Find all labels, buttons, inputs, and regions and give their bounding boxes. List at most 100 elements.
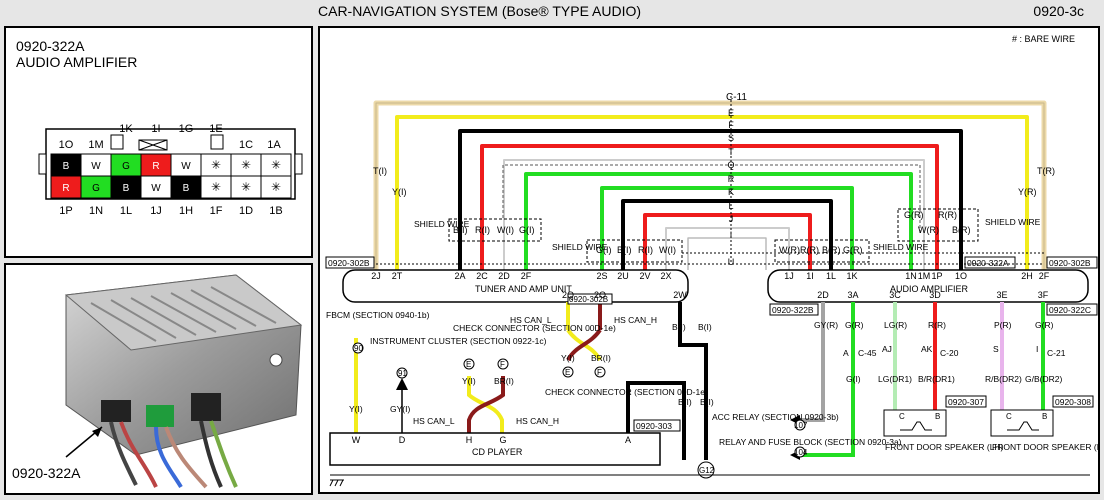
- c11-pin: U: [728, 257, 735, 267]
- amp-top-face: [64, 274, 303, 351]
- amp-bottom-pin: 3C: [889, 290, 901, 300]
- c20-label: C-20: [940, 348, 959, 358]
- spk-lh-b: B: [935, 412, 940, 421]
- wire-label-b-i-6: B(I): [700, 397, 714, 407]
- amp-bottom-pin: 3F: [1038, 290, 1049, 300]
- circuit-markers: 90 91 E F E F 107 104 G12: [352, 342, 808, 479]
- wire-label-y-i-4: Y(I): [561, 353, 575, 363]
- c11-pin: Q: [727, 160, 734, 170]
- ref-spk-lh: 0920-307: [948, 397, 984, 407]
- ground-g12: G12: [699, 466, 715, 475]
- connector-key-1e: [210, 134, 224, 150]
- pin-label-top: 1C: [239, 139, 253, 151]
- amp-pin: 1J: [784, 271, 794, 281]
- c11-pin: I: [730, 230, 733, 240]
- speaker-pin-labels: C B C B: [899, 412, 1047, 421]
- connector-code: 0920-322A: [16, 38, 85, 54]
- wire-label-b-i-3: B(I): [672, 322, 686, 332]
- wire-label-t-i: T(I): [373, 166, 387, 176]
- pin-label-bottom: 1F: [210, 205, 223, 217]
- ref-tuner-left-box: [325, 256, 375, 269]
- ref-spk-rh-box: [1052, 395, 1094, 408]
- pin-cell-text: ✳: [211, 180, 221, 194]
- wire-label-g-i-2: G(I): [596, 245, 612, 255]
- pin-cell-text: ✳: [241, 158, 251, 172]
- wire-green-2: [600, 186, 854, 270]
- shield-box-3: [774, 239, 870, 263]
- wire-label-b-i-2: B(I): [617, 245, 632, 255]
- wire-label-br-i-2: BR(I): [591, 353, 611, 363]
- lower-wiring: [354, 302, 1045, 460]
- wire-label-g-b-dr2: G/B(DR2): [1025, 374, 1062, 384]
- fbcm-label: FBCM (SECTION 0940-1b): [326, 310, 430, 320]
- ckt-f-1: F: [500, 360, 505, 369]
- splice-a-label: A: [843, 348, 849, 358]
- wire-label-br-i: BR(I): [494, 376, 514, 386]
- ref-amp-bottom-box: [1046, 303, 1098, 316]
- wire-label-g-r-3: G(R): [845, 320, 864, 330]
- wire-white-1: [503, 159, 925, 270]
- hs-can-h-2: HS CAN_H: [516, 416, 559, 426]
- amp-bottom-pin: 3A: [847, 290, 858, 300]
- ckt-e-1: E: [466, 360, 471, 369]
- wire-black-1: [458, 129, 963, 270]
- ground-symbol: [329, 479, 344, 487]
- plug-2: [146, 405, 174, 427]
- pin-cell-text: ✳: [211, 158, 221, 172]
- splice-ak-label: AK: [921, 344, 933, 354]
- wire-label-w-i: W(I): [497, 225, 514, 235]
- cd-pin: H: [466, 435, 473, 445]
- ref-cd-box: [633, 419, 681, 432]
- key-cross-line-b: [138, 139, 168, 151]
- wire-label-g-r-2: G(R): [904, 210, 924, 220]
- ref-amp-bottom: 0920-322C: [1049, 305, 1091, 315]
- wire-label-r-b-dr2: R/B(DR2): [985, 374, 1022, 384]
- audio-amplifier-label: AUDIO AMPLIFIER: [890, 284, 969, 294]
- splice-aj-label: AJ: [882, 344, 892, 354]
- amp-pin: 1O: [955, 271, 967, 281]
- pin-cell-text: W: [91, 161, 101, 172]
- tuner-pin: 2V: [639, 271, 650, 281]
- speaker-lh-box: [883, 409, 947, 437]
- ref-cd: 0920-303: [636, 421, 672, 431]
- wire-label-w-r: W(R): [779, 245, 800, 255]
- ref-tuner-bottom: 0920-302B: [569, 295, 608, 304]
- wire-label-t-r: T(R): [1037, 166, 1055, 176]
- wire-label-r-i: R(I): [475, 225, 490, 235]
- wire-label-w-r-2: W(R): [918, 225, 939, 235]
- tuner-bottom-pin: 2O: [594, 290, 606, 300]
- wire-label-w-i-2: W(I): [659, 245, 676, 255]
- cd-pin: A: [625, 435, 631, 445]
- pin-label-bottom: 1H: [179, 205, 193, 217]
- pin-cell-text: G: [92, 183, 100, 194]
- wire-label-y-i-2: Y(I): [349, 404, 363, 414]
- wire-yellow-outer: [395, 115, 1029, 270]
- photo-label: 0920-322A: [12, 465, 81, 481]
- tuner-pin: 2T: [392, 271, 403, 281]
- pin-label-top: 1G: [179, 123, 194, 135]
- spk-lh-c: C: [899, 412, 905, 421]
- mount-hole: [269, 353, 283, 367]
- tuner-bottom-pin: 2W: [673, 290, 687, 300]
- bare-wire-note: # : BARE WIRE: [1012, 34, 1075, 44]
- pin-cell-text: B: [183, 183, 190, 194]
- pin-cell-text: G: [122, 161, 130, 172]
- relay-fuse-label: RELAY AND FUSE BLOCK (SECTION 0920-3a): [719, 437, 902, 447]
- shield-labels: SHIELD WIRE SHIELD WIRE SHIELD WIRE SHIE…: [414, 217, 1041, 252]
- wire-label-r-r-3: R(R): [928, 320, 946, 330]
- instrument-cluster-arrow: [396, 378, 408, 390]
- wire-white-2: [665, 227, 790, 270]
- c11-pin: T: [728, 147, 734, 157]
- tuner-to-c11-bare-lines: [376, 252, 1044, 265]
- ckt-104: 104: [794, 448, 808, 457]
- ref-amp-left-box: [769, 303, 819, 316]
- wire-label-b-i-4: B(I): [698, 322, 712, 332]
- wire-black-2: [621, 199, 833, 270]
- shield-box-4: [897, 208, 979, 242]
- shield-label-4: SHIELD WIRE: [985, 217, 1041, 227]
